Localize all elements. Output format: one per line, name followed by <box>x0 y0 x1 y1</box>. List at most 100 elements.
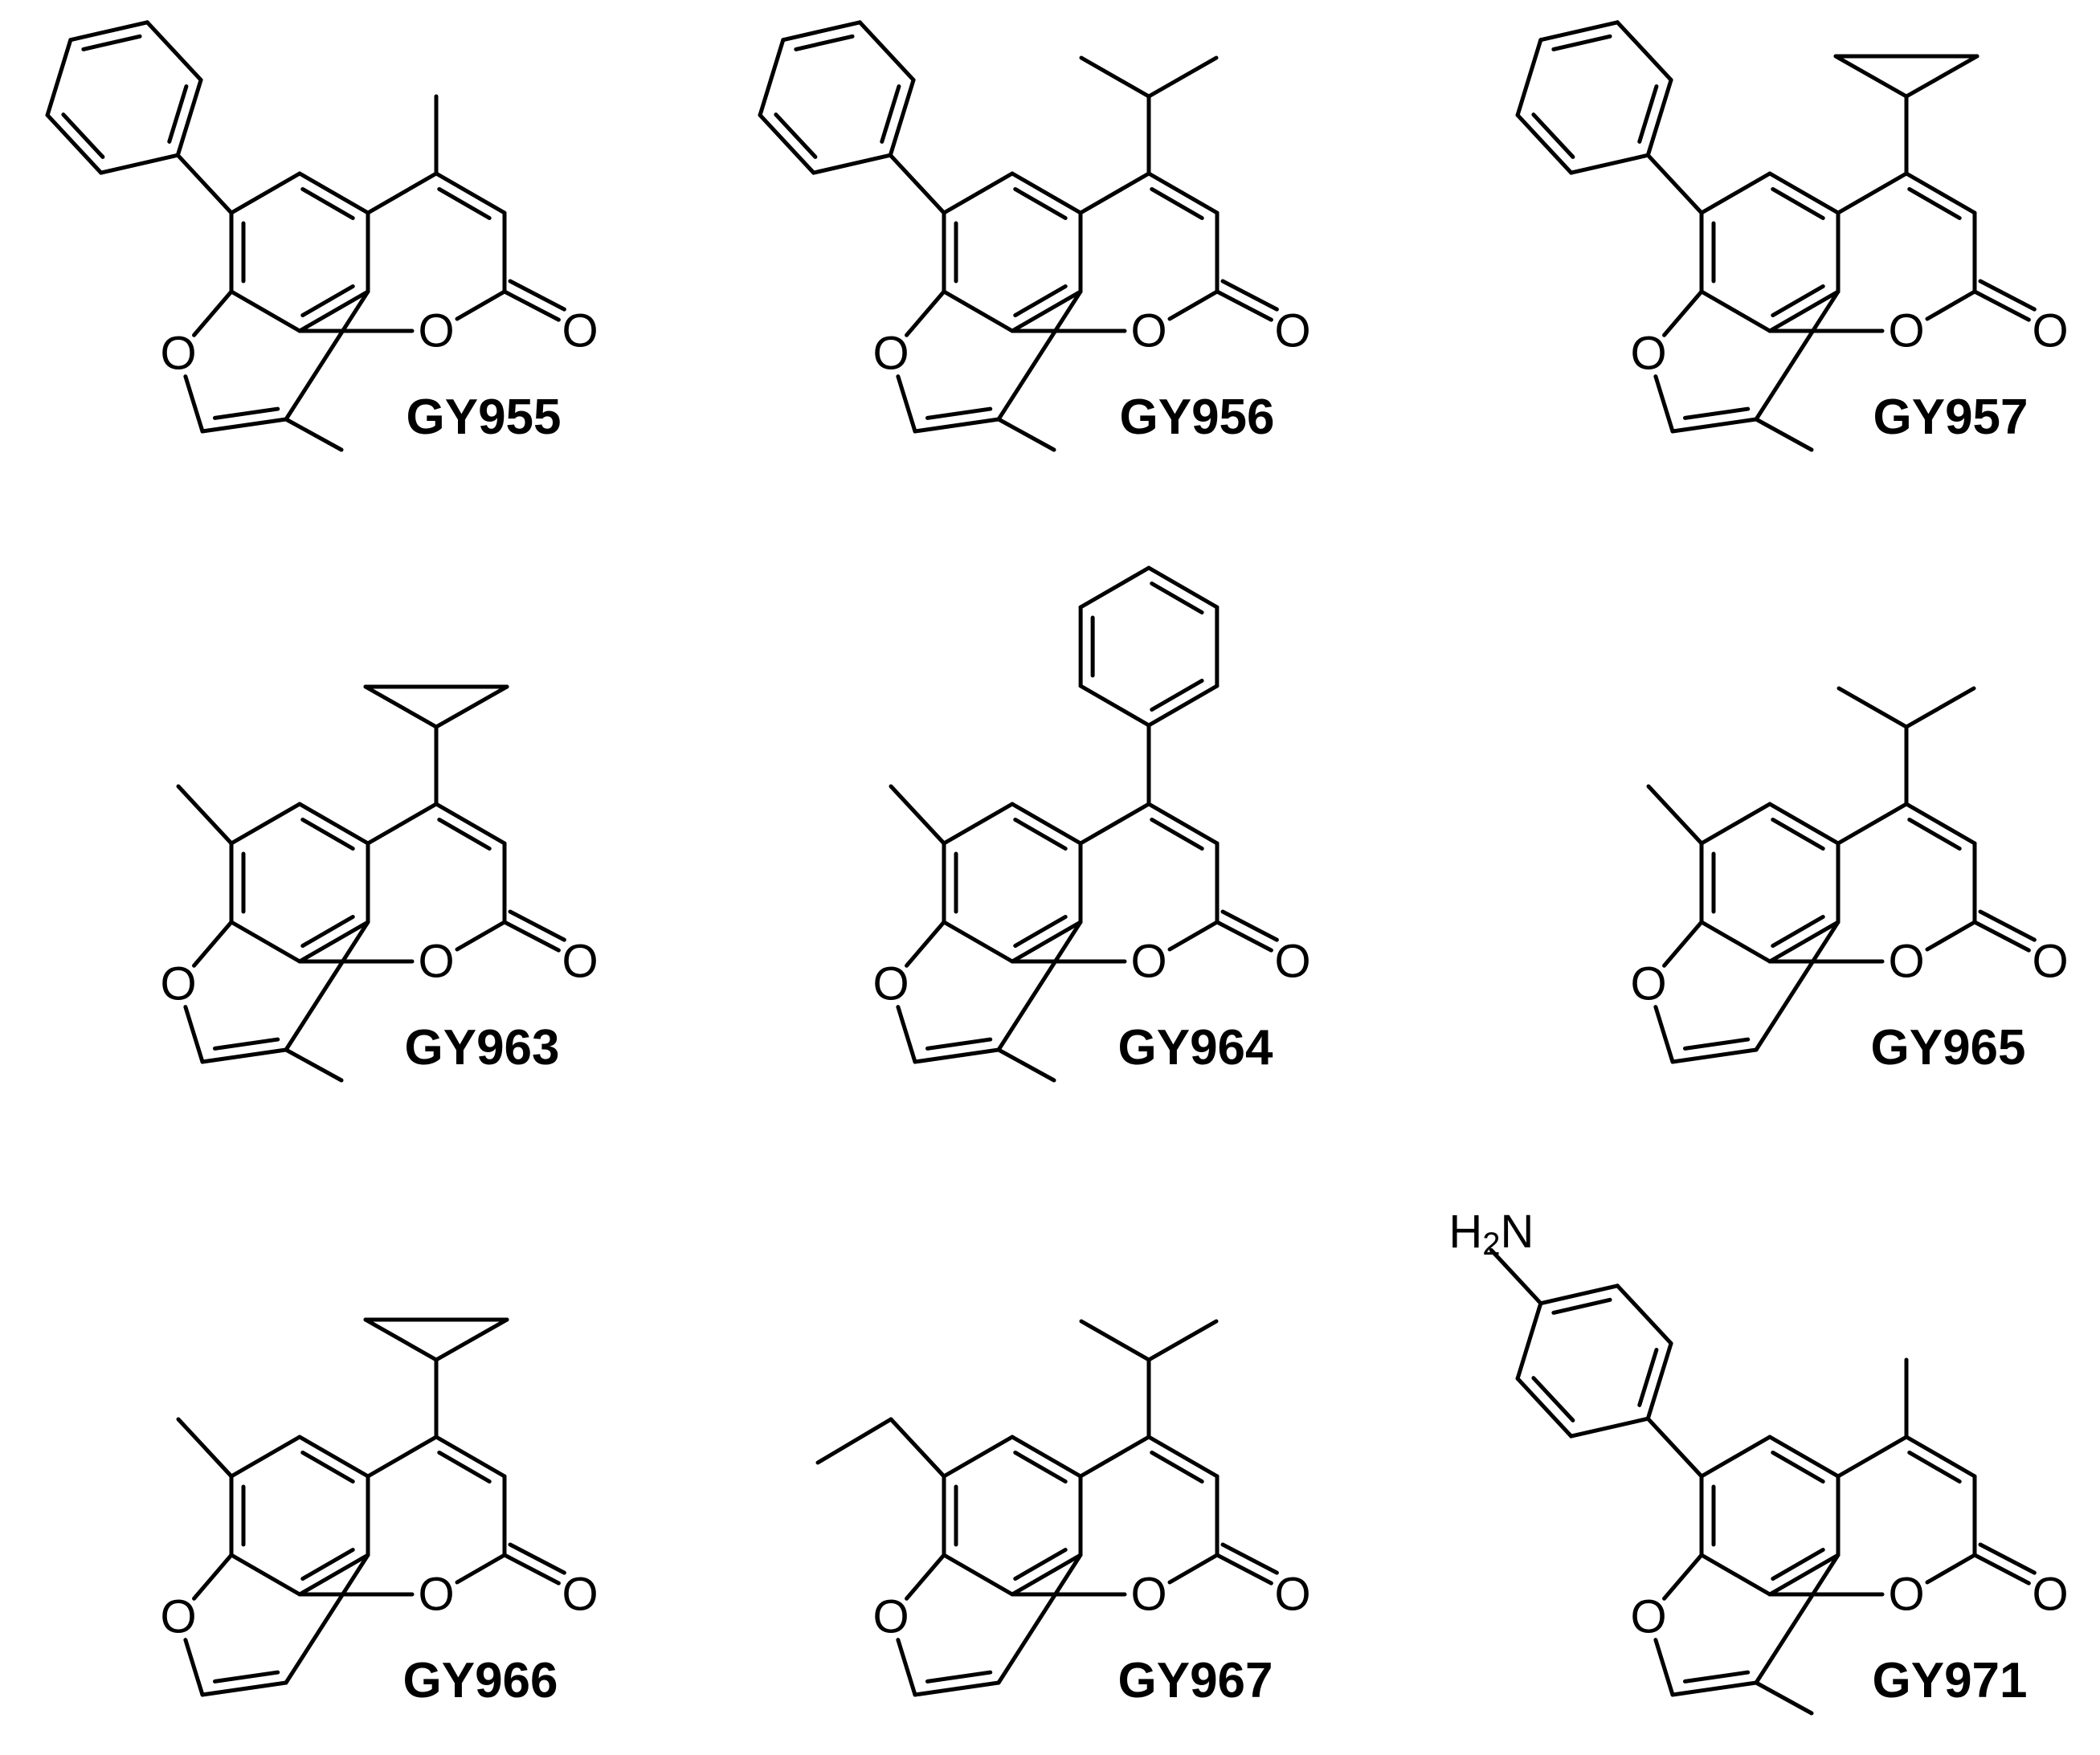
ring-bond <box>297 289 370 333</box>
double-bond-inner <box>300 284 355 318</box>
ring-bond <box>888 78 916 157</box>
ring-bond <box>45 112 104 175</box>
aryl-bond <box>1645 153 1704 215</box>
ring-bond <box>183 374 205 434</box>
isopropyl-methyl-bond <box>1079 1319 1151 1362</box>
ring-bond <box>811 153 893 175</box>
double-bond-inner <box>212 1670 280 1684</box>
ring-bond <box>297 920 370 964</box>
carbonyl-bond <box>502 289 561 322</box>
cyclopropyl-bond <box>363 684 439 729</box>
ring-bond <box>1836 802 1909 846</box>
double-bond-inner <box>1682 1037 1751 1051</box>
ring-bond <box>1699 920 1772 964</box>
carbonyl-oxygen: O <box>562 305 598 357</box>
ring-bond <box>183 1005 205 1064</box>
ring-bond <box>1767 920 1841 964</box>
substituent-4-cyclopropyl <box>363 684 509 806</box>
ring-bond <box>229 920 302 964</box>
compound-label: GY967 <box>1117 1653 1273 1708</box>
ring-bond <box>942 1435 1015 1479</box>
ring-bond <box>1010 171 1083 215</box>
ring-bond <box>1645 1341 1673 1421</box>
ring-bond <box>1515 1376 1574 1439</box>
substituent-4-isopropyl <box>1079 1319 1219 1439</box>
ring-bond <box>1538 20 1620 43</box>
ring-bond <box>1662 920 1704 968</box>
carbonyl-bond <box>1978 1542 2037 1575</box>
isopropyl-methyl-bond <box>1146 55 1219 99</box>
aryl-bond <box>888 153 946 215</box>
ring-double-inner <box>1150 679 1204 712</box>
double-bond-inner <box>1682 1670 1751 1684</box>
substituent-4-cyclopropyl <box>363 1317 509 1439</box>
ring-bond <box>1167 920 1220 952</box>
substituent-9-methyl <box>996 1047 1056 1083</box>
carbonyl-oxygen: O <box>562 936 598 988</box>
ring-oxygen: O <box>418 305 454 357</box>
methyl-bond <box>1754 1680 1814 1716</box>
ring-bond <box>297 802 370 846</box>
methyl-bond <box>996 417 1056 452</box>
cyclopropyl-bond <box>1904 54 1979 99</box>
ring-bond <box>455 289 507 321</box>
ring-bond <box>434 171 507 215</box>
ring-bond <box>942 802 1015 846</box>
ring-bond <box>913 417 1001 434</box>
ring-oxygen: O <box>1130 1569 1166 1621</box>
double-bond-inner <box>300 915 355 949</box>
aryl-bond <box>1645 1416 1704 1479</box>
double-bond-inner <box>925 1037 993 1051</box>
double-bond-inner <box>1771 1548 1825 1582</box>
ring-bond <box>284 289 370 422</box>
double-bond-inner <box>437 1450 492 1484</box>
ring-bond <box>297 171 370 215</box>
carbonyl-bond <box>1220 1542 1279 1575</box>
ring-bond <box>284 920 370 1052</box>
ring-bond <box>1767 289 1841 333</box>
ring-bond <box>145 20 203 83</box>
ring-bond <box>192 920 234 968</box>
ring-double-inner <box>1637 1348 1659 1407</box>
ring-bond <box>905 289 946 337</box>
ring-bond <box>192 1553 234 1601</box>
ring-bond <box>1615 20 1673 83</box>
ring-bond <box>284 1553 370 1685</box>
double-bond-inner <box>300 1450 355 1484</box>
ring-bond <box>1569 1416 1650 1439</box>
ring-bond <box>229 802 302 846</box>
carbonyl-oxygen: O <box>2032 305 2068 357</box>
double-bond-inner <box>925 1670 993 1684</box>
isopropyl-methyl-bond <box>1904 686 1976 729</box>
ring-bond <box>1904 171 1977 215</box>
ring-bond <box>1670 417 1759 434</box>
compound-label: GY957 <box>1873 390 2028 445</box>
ring-bond <box>781 20 862 43</box>
ring-oxygen: O <box>1888 936 1924 988</box>
ring-bond <box>192 289 234 337</box>
ring-double-inner <box>880 84 901 144</box>
ring-bond <box>1146 1435 1220 1479</box>
cyclopropyl-bond <box>434 1317 509 1362</box>
ring-bond <box>1754 920 1841 1052</box>
ring-bond <box>758 38 786 117</box>
ring-bond <box>229 289 302 333</box>
ring-bond <box>229 1553 302 1597</box>
carbonyl-bond <box>1215 289 1273 322</box>
double-bond-inner <box>212 1037 280 1051</box>
ring-bond <box>1615 1284 1673 1346</box>
carbonyl-bond <box>1972 289 2031 322</box>
ring-bond <box>1662 289 1704 337</box>
cyclopropyl-bond <box>1833 54 1909 99</box>
ring-bond <box>1515 38 1543 117</box>
ring-bond <box>942 1553 1015 1597</box>
substituent-6-methyl <box>889 784 946 846</box>
ring-bond <box>1538 1284 1620 1306</box>
